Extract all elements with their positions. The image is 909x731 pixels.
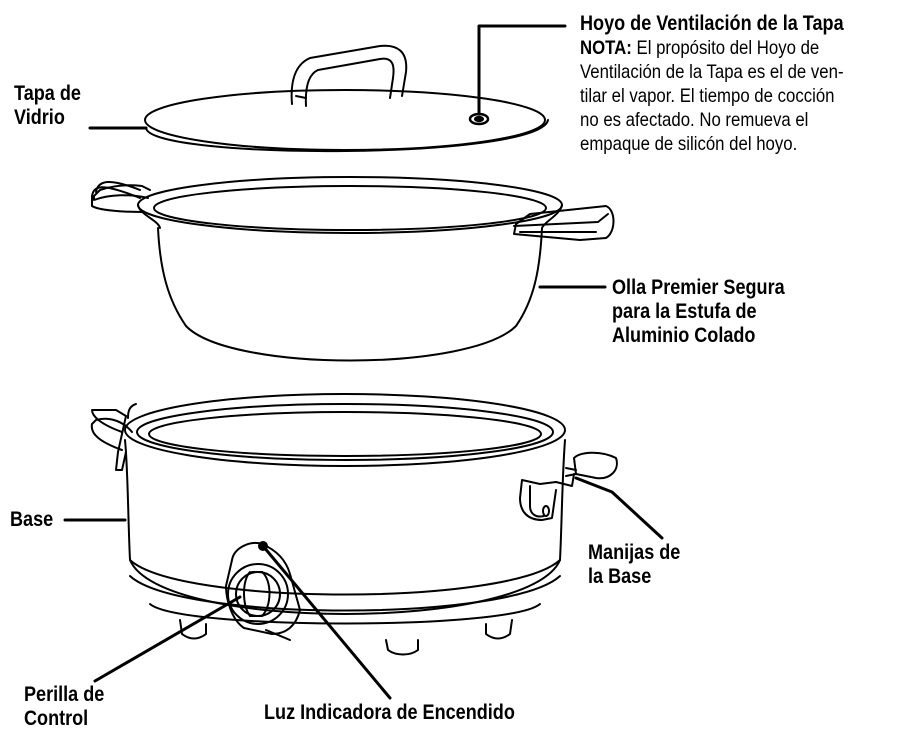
vent-title: Hoyo de Ventilación de la Tapa — [580, 12, 844, 35]
vent-note-line-1: El propósito del Hoyo de — [636, 37, 820, 59]
pot-label-line-2: para la Estufa de — [612, 300, 757, 323]
cooker-base — [90, 393, 618, 656]
knob-leader-line — [93, 595, 242, 683]
knob-label-line-2: Control — [24, 707, 89, 730]
vent-leader-line — [477, 24, 567, 116]
lid-label-line-2: Vidrio — [14, 106, 65, 129]
lid-label: Tapa de Vidrio — [14, 82, 81, 130]
aluminum-pot — [91, 176, 615, 362]
pot-label: Olla Premier Segura para la Estufa de Al… — [612, 276, 785, 348]
vent-note-line-4: no es afectado. No remueva el — [580, 109, 809, 131]
handles-leader-line — [574, 476, 664, 540]
glass-lid — [144, 44, 549, 153]
vent-note-line-2: Ventilación de la Tapa es el de ven- — [580, 61, 844, 83]
control-knob — [225, 541, 301, 641]
vent-note-line-5: empaque de silicón del hoyo. — [580, 133, 798, 155]
light-leader-line — [261, 544, 392, 700]
lid-label-line-1: Tapa de — [14, 82, 81, 105]
handles-label: Manijas de la Base — [588, 541, 680, 589]
vent-note-line-3: tilar el vapor. El tiempo de cocción — [580, 85, 835, 107]
leader-lines — [63, 24, 664, 700]
vent-note-label: NOTA: — [580, 37, 632, 59]
handles-label-line-2: la Base — [588, 565, 652, 588]
base-label: Base — [10, 508, 54, 531]
knob-label-line-1: Perilla de — [24, 683, 105, 706]
knob-label: Perilla de Control — [24, 683, 104, 731]
handles-label-line-1: Manijas de — [588, 541, 681, 564]
pot-label-line-1: Olla Premier Segura — [612, 276, 785, 299]
pot-label-line-3: Aluminio Colado — [612, 324, 756, 347]
light-label: Luz Indicadora de Encendido — [264, 701, 515, 724]
vent-note: NOTA: El propósito del Hoyo de Ventilaci… — [580, 36, 907, 156]
